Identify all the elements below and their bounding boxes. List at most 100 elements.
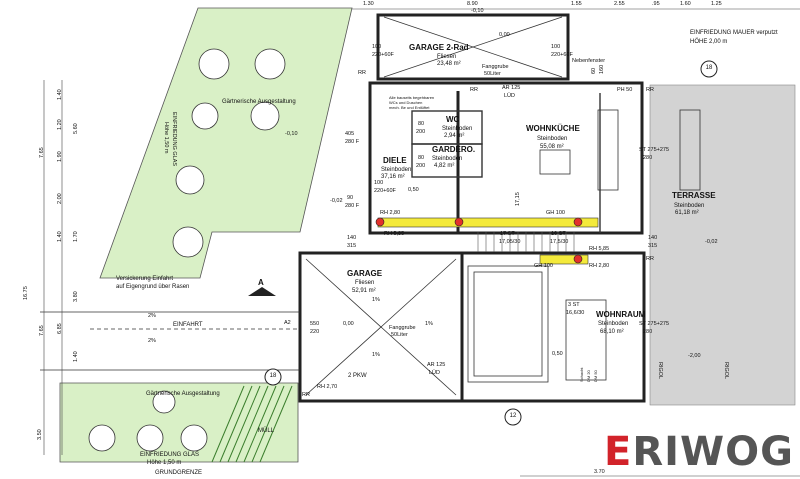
level-entry: -0,02	[330, 198, 343, 204]
level-lower: -2,00	[688, 353, 701, 359]
stair-band-upper	[377, 217, 599, 228]
dim-280f-b: 280 F	[345, 203, 360, 209]
dim-100-c: 100	[374, 180, 384, 186]
pct-4: 1%	[372, 352, 380, 358]
level-top: -0,10	[471, 8, 484, 14]
section-a-label: A	[258, 278, 264, 287]
rh585-b: RH 5,85	[589, 246, 610, 252]
dim-80-b: 80	[418, 155, 425, 161]
gh100-a: GH 100	[546, 210, 565, 216]
glass-fence-height-1: Höhe 1,50 m	[163, 122, 169, 154]
room-wohnkueche-name: WOHNKÜCHE	[526, 124, 580, 133]
stair-17st-dim: 17,05/30	[499, 239, 521, 245]
dim-left-total-1: 16.75	[23, 286, 29, 300]
driveway	[40, 311, 300, 371]
dim-top-6: 1.25	[711, 1, 722, 7]
dim-315b: 315	[648, 243, 658, 249]
room-diele-floor: Steinboden	[381, 167, 412, 173]
dim-80-a: 80	[418, 121, 425, 127]
versickerung-label-1: Versickerung Einfahrt	[116, 276, 174, 282]
stair-3st-dim: 16,6/30	[566, 310, 585, 316]
fanggrube-1: Fanggrube	[482, 64, 509, 70]
riwog-logo: ERIWOG	[604, 429, 794, 475]
rr-3: RR	[646, 87, 654, 93]
dim-left-6: 1.70	[73, 231, 79, 242]
room-garage-2rad-floor: Fliesen	[437, 54, 457, 60]
glass-fence-height-2: Höhe 1,50 m	[147, 460, 182, 466]
rigol-label-1: RIGOL	[657, 362, 663, 380]
dimension-lines	[43, 8, 800, 477]
dim-220-60f-b: 220+60F	[551, 52, 573, 58]
room-diele-area: 37,16 m²	[381, 174, 405, 180]
stair-3st: 3 ST	[568, 302, 580, 308]
trees-north	[172, 48, 286, 258]
pct-1: 2%	[148, 313, 156, 319]
dim-100-b: 100	[551, 44, 561, 50]
dim-220-60f-c: 220+60F	[374, 188, 396, 194]
dim-left-10: 3.50	[37, 429, 43, 440]
room-wohnkueche-floor: Steinboden	[537, 136, 568, 142]
level-garage-2rad: 0,00	[499, 32, 510, 38]
st275-2-h: 280	[643, 329, 653, 335]
dim-140b: 140	[648, 235, 658, 241]
muell-label: MÜLL	[258, 428, 275, 434]
room-garage-2rad-name: GARAGE 2-Rad	[409, 43, 469, 52]
st275-1-h: 280	[643, 155, 653, 161]
st275-1: ST 275+275	[639, 147, 670, 153]
room-wohnkueche-area: 55,08 m²	[540, 144, 564, 150]
ventilation-note-2: WCs und Duschen	[389, 100, 423, 105]
room-wc-name: WC	[446, 115, 460, 124]
pct-3: 1%	[372, 297, 380, 303]
ventilation-note-1: Alle bauseits begehbaren	[389, 95, 435, 100]
trees-south	[88, 390, 208, 452]
room-garderobe-area: 4,82 m²	[434, 163, 455, 169]
level-wohnraum: 0,50	[552, 351, 563, 357]
room-wohnraum-name: WOHNRAUM	[596, 310, 646, 319]
dim-left-total-2: 7.65	[39, 325, 45, 336]
ar125-2: AR 125	[427, 362, 446, 368]
ar125-1: AR 125	[502, 85, 521, 91]
dim-top-1: 8.90	[467, 1, 478, 7]
dim-100-a: 100	[372, 44, 382, 50]
dim-left-8: 6.85	[57, 323, 63, 334]
garden-label-1: Gärtnerische Ausgestaltung	[222, 99, 296, 105]
dim-220-60f-a: 220+60F	[372, 52, 394, 58]
dim-left-total-0: 7.65	[39, 147, 45, 158]
room-garage-2rad-area: 23,48 m²	[437, 61, 461, 67]
rr-1: RR	[358, 70, 366, 76]
dim-405: 405	[345, 131, 355, 137]
dim-left-9: 1.40	[73, 351, 79, 362]
room-terrasse-area: 61,18 m²	[675, 210, 699, 216]
garden-label-2: Gärtnerische Ausgestaltung	[146, 391, 220, 397]
ventilation-note-3: mech. Be und Entlüftet	[389, 105, 430, 110]
room-wc-area: 2,94 m²	[444, 133, 465, 139]
level-diele: 0,50	[408, 187, 419, 193]
fanggrube-2: Fanggrube	[389, 325, 416, 331]
fanggrube-2-vol: 50Liter	[391, 332, 408, 338]
stair-band-lower	[539, 254, 589, 265]
rh280-b: RH 2,80	[589, 263, 610, 269]
a2-label: A2	[284, 320, 291, 326]
room-garage-area: 52,91 m²	[352, 288, 376, 294]
rr-5: RR	[302, 392, 310, 398]
dim-140: 140	[347, 235, 357, 241]
pct-5: 1%	[425, 321, 433, 327]
dim-60: 60	[591, 67, 597, 74]
room-garage-name: GARAGE	[347, 269, 383, 278]
einfahrt-label: EINFAHRT	[173, 322, 203, 328]
fanggrube-1-vol: 50Liter	[484, 71, 501, 77]
dim-200-b: 200	[416, 163, 426, 169]
room-wc-floor: Steinboden	[442, 126, 473, 132]
dim-left-3: 1.90	[57, 151, 63, 162]
dim-top-3: 2.55	[614, 1, 625, 7]
kitchen-table	[539, 109, 701, 191]
garden-north	[99, 7, 353, 279]
level-terrasse: -0,02	[705, 239, 718, 245]
stair-17st: 17 ST	[500, 231, 515, 237]
sofa-group	[467, 265, 607, 383]
axis-18-bottom-label: 18	[269, 373, 277, 379]
dim-top-4: .95	[652, 1, 660, 7]
walls	[298, 13, 646, 403]
dim-bottom: 3.70	[594, 469, 605, 475]
stair-16st: 16 ST	[551, 231, 566, 237]
